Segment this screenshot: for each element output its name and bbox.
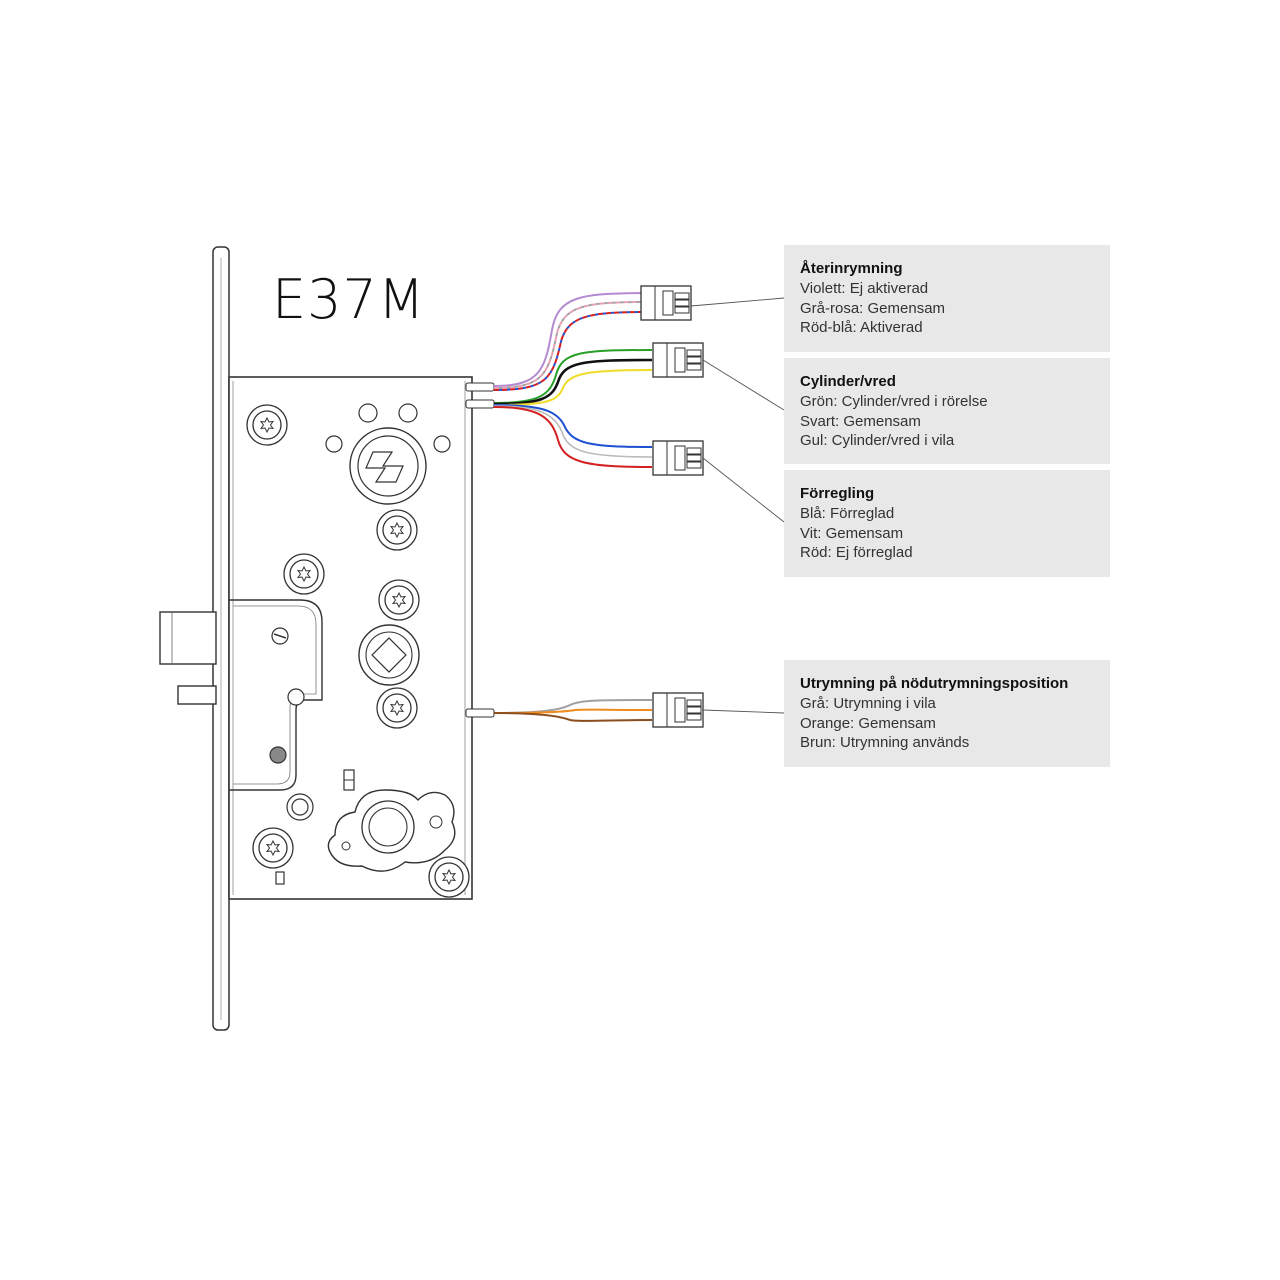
small-holes — [269, 403, 451, 821]
cylinder-hub — [349, 427, 427, 505]
plug-aterinrymning — [640, 285, 692, 321]
plug-forregling — [652, 440, 704, 476]
follower-hub — [358, 624, 420, 686]
dead-bolt — [177, 685, 217, 705]
switch-indicator — [343, 769, 355, 791]
box-line: Brun: Utrymning används — [800, 734, 970, 751]
slot-screw — [271, 627, 289, 645]
wires-aterinrymning — [493, 292, 651, 391]
screw-1 — [246, 404, 288, 446]
box-line: Röd-blå: Aktiverad — [800, 319, 923, 336]
wires-forregling — [493, 404, 653, 468]
screw-7 — [428, 856, 470, 898]
info-box-aterinrymning: Återinrymning Violett: Ej aktiverad Grå-… — [784, 245, 1110, 352]
plug-utrymning — [652, 692, 704, 728]
box-line: Grön: Cylinder/vred i rörelse — [800, 393, 988, 410]
latch-bolt — [159, 611, 217, 665]
screw-4 — [378, 579, 420, 621]
screw-6 — [252, 827, 294, 869]
box-title: Utrymning på nödutrymningsposition — [800, 675, 1069, 692]
plug-cylinder — [652, 342, 704, 378]
box-title: Cylinder/vred — [800, 373, 896, 390]
leader-lines — [690, 297, 785, 714]
screw-3 — [283, 553, 325, 595]
box-line: Grå: Utrymning i vila — [800, 695, 936, 712]
box-line: Blå: Förreglad — [800, 505, 895, 522]
box-line: Orange: Gemensam — [800, 714, 936, 732]
box-line: Svart: Gemensam — [800, 412, 921, 430]
wires-utrymning — [493, 699, 653, 722]
box-title: Förregling — [800, 485, 875, 502]
box-line: Grå-rosa: Gemensam — [800, 299, 946, 317]
box-line: Gul: Cylinder/vred i vila — [800, 432, 955, 449]
marker — [275, 871, 285, 885]
cable-exits — [465, 382, 495, 718]
screw-2 — [376, 509, 418, 551]
box-line: Violett: Ej aktiverad — [800, 280, 929, 297]
lower-cam — [327, 789, 456, 872]
box-title: Återinrymning — [800, 260, 903, 277]
info-box-cylinder: Cylinder/vred Grön: Cylinder/vred i röre… — [784, 358, 1110, 464]
screw-5 — [376, 687, 418, 729]
wires-cylinder — [493, 349, 653, 406]
box-line: Vit: Gemensam — [800, 524, 904, 542]
model-title: E37M — [272, 268, 426, 331]
info-box-forregling: Förregling Blå: Förreglad Vit: Gemensam … — [784, 470, 1110, 577]
info-box-utrymning: Utrymning på nödutrymningsposition Grå: … — [784, 660, 1110, 767]
box-line: Röd: Ej förreglad — [800, 544, 913, 561]
